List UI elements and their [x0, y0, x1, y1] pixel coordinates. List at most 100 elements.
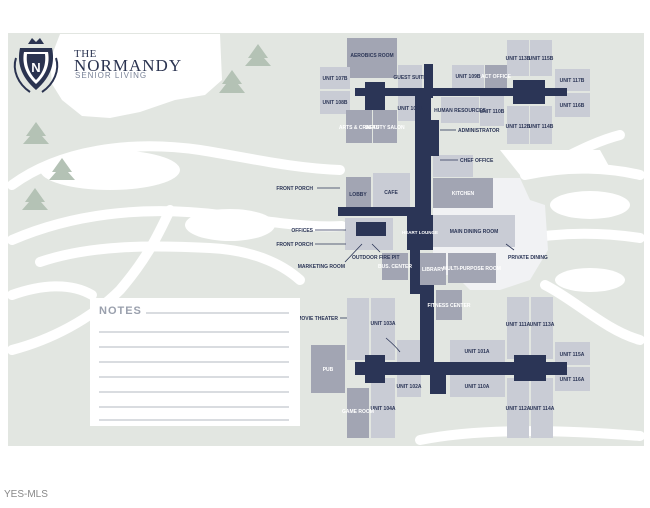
aerobics-room — [347, 38, 397, 78]
tree-icon — [22, 188, 48, 210]
label-fitness: FITNESS CENTER — [427, 303, 470, 309]
label-main-dining: MAIN DINING ROOM — [450, 229, 499, 235]
label-human-resources: HUMAN RESOURCES — [434, 108, 486, 114]
multi-purpose-room — [448, 253, 496, 283]
label-library: LIBRARY — [422, 267, 445, 273]
corridor-lower-node-left — [365, 355, 385, 383]
corridor-admin — [431, 120, 439, 156]
room-labels: AEROBICS ROOM GUEST SUITE UNIT 107B UNIT… — [322, 53, 584, 415]
patio-area — [500, 150, 610, 175]
brand-subtitle: SENIOR LIVING — [75, 71, 148, 80]
label-aerobics: AEROBICS ROOM — [350, 53, 393, 59]
unit-117b — [555, 69, 590, 91]
label-unit-110b: UNIT 110B — [480, 109, 505, 115]
label-cafe: CAFE — [384, 190, 398, 196]
tree-icon — [245, 44, 271, 66]
bus-center — [382, 253, 408, 280]
label-beauty-salon: BEAUTY SALON — [365, 125, 405, 131]
label-unit-104a: UNIT 104A — [370, 406, 395, 412]
label-unit-115a: UNIT 115A — [560, 352, 585, 358]
unit-103a — [371, 298, 395, 360]
unit-114a — [531, 378, 553, 438]
watermark: YES-MLS — [4, 489, 48, 500]
unit-lower-left — [347, 298, 369, 360]
main-dining-room — [433, 215, 515, 247]
label-arts-crafts: ARTS & CRAFTS — [339, 125, 380, 131]
label-lobby: LOBBY — [349, 192, 367, 198]
unit-104a — [371, 378, 395, 438]
label-front-porch-top: FRONT PORCH — [276, 186, 313, 192]
fitness-center — [436, 290, 462, 320]
corridor-upper — [355, 88, 567, 96]
corridor-lobby — [338, 207, 418, 216]
library — [420, 253, 446, 285]
pond-area — [50, 34, 222, 118]
label-bus-center: BUS. CENTER — [378, 264, 412, 270]
label-pub: PUB — [323, 367, 334, 373]
brand-name: THE NORMANDY — [74, 48, 182, 74]
label-marketing: MARKETING ROOM — [298, 264, 345, 270]
label-heart-lounge: HEART LOUNGE — [402, 230, 438, 235]
brand-the: THE — [74, 48, 97, 60]
unit-110b — [480, 96, 504, 126]
callout-lines — [315, 129, 515, 353]
label-front-porch-bottom: FRONT PORCH — [276, 242, 313, 248]
label-unit-111a: UNIT 111A — [506, 322, 531, 328]
label-unit-114a: UNIT 114A — [530, 406, 555, 412]
lobby — [346, 177, 371, 210]
corridor-main-north — [415, 96, 431, 216]
corridor-upper-node-left — [365, 82, 385, 110]
unit-115b — [530, 40, 552, 76]
label-unit-109b: UNIT 109B — [455, 74, 480, 80]
label-unit-114b: UNIT 114B — [529, 124, 554, 130]
label-unit-117b: UNIT 117B — [560, 78, 585, 84]
label-guest-suite: GUEST SUITE — [393, 75, 427, 81]
unit-107b — [320, 67, 350, 89]
unit-113b — [507, 40, 529, 76]
label-unit-112a: UNIT 112A — [506, 406, 531, 412]
unit-112b — [507, 106, 529, 144]
unit-108b — [320, 91, 350, 114]
corridor-lower-node-right — [514, 355, 546, 381]
guest-suite — [398, 65, 422, 90]
unit-101a — [450, 340, 505, 362]
tree-icon — [49, 158, 75, 180]
label-unit-112b: UNIT 112B — [506, 124, 531, 130]
unit-110a — [450, 375, 505, 397]
upper-wing — [320, 38, 590, 144]
label-unit-110a: UNIT 110A — [465, 384, 490, 390]
beauty-salon — [373, 110, 397, 143]
corridor-upper-node-right — [513, 80, 545, 104]
corridors — [338, 64, 567, 394]
label-unit-113a: UNIT 113A — [530, 322, 555, 328]
notes-panel — [90, 298, 300, 426]
unit-112a — [507, 378, 529, 438]
corridor-lower-stub — [430, 362, 446, 394]
corridor-upper-spine — [424, 64, 433, 98]
pub — [311, 345, 345, 393]
label-private-dining: PRIVATE DINING — [508, 255, 548, 261]
unit-111a — [507, 297, 529, 359]
label-chef-office: CHEF OFFICE — [460, 158, 494, 164]
unit-115a — [555, 342, 590, 365]
kitchen — [433, 178, 493, 208]
label-unit-103a: UNIT 103A — [370, 321, 395, 327]
label-act-office: ACT OFFICE — [481, 74, 512, 80]
unit-lower-mid — [397, 340, 421, 362]
tree-icon — [219, 70, 245, 93]
label-unit-113b: UNIT 113B — [506, 56, 531, 62]
label-outdoor-fire-pit: OUTDOOR FIRE PIT — [352, 255, 400, 261]
label-unit-108b: UNIT 108B — [322, 100, 347, 106]
label-unit-116b: UNIT 116B — [560, 103, 585, 109]
unit-116b — [555, 93, 590, 117]
tree-icon — [23, 122, 49, 144]
notes-title: NOTES — [99, 305, 142, 317]
label-unit-102a: UNIT 102A — [396, 384, 421, 390]
corridor-main-south — [410, 214, 420, 294]
brand-logo: THE NORMANDY SENIOR LIVING — [14, 38, 181, 94]
arts-crafts — [346, 110, 372, 143]
corridor-lower-spine — [420, 285, 434, 365]
label-unit-107b: UNIT 107B — [322, 76, 347, 82]
